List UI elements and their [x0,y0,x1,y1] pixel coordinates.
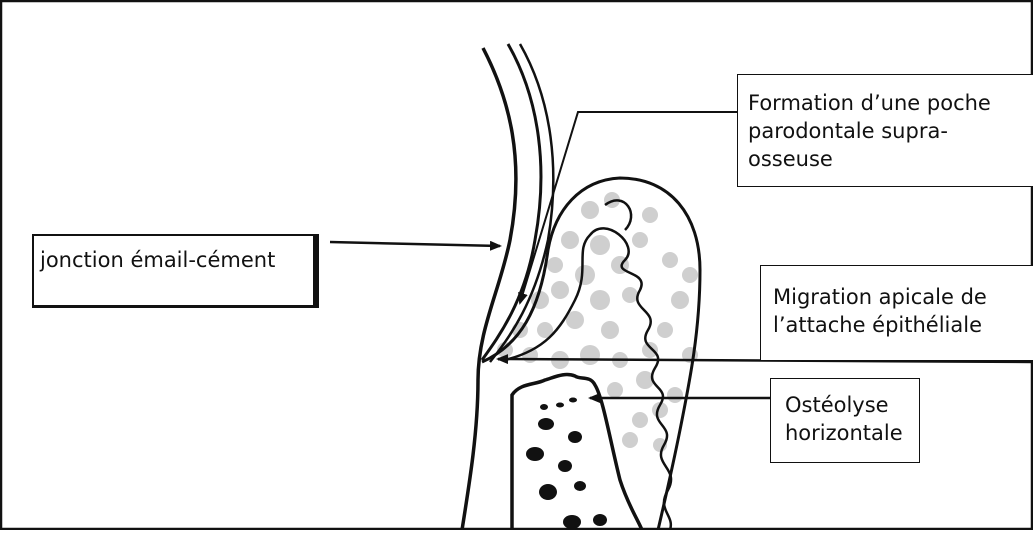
label-jonction-email-cement: jonction émail-cément [32,234,319,308]
bone-marrow-spots [526,398,607,530]
tooth-outer-line [462,48,516,530]
label-formation-poche: Formation d’une poche parodontale supra-… [737,74,1033,187]
arrow-jonction [330,242,500,246]
label-migration-apicale: Migration apicale de l’attache épithélia… [760,265,1033,361]
label-osteolyse: Ostéolyse horizontale [770,378,920,463]
enamel-inner-line [490,44,553,362]
